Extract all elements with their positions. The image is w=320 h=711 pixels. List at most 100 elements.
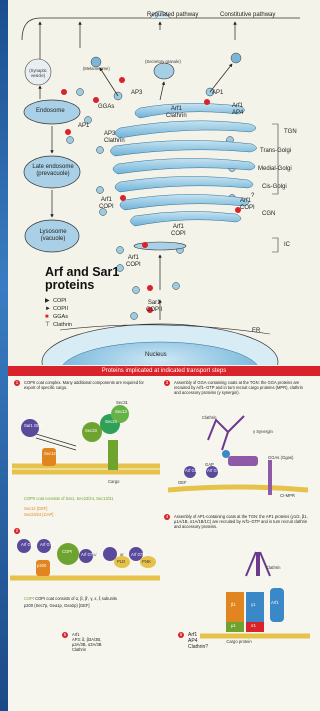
plasma-membrane [22, 18, 300, 40]
cargo-protein-label: Cargo protein [226, 640, 252, 645]
panel4-text: Assembly of AP1-containing coats at the … [174, 514, 310, 529]
tgn-label: TGN [284, 129, 297, 136]
beta1-label: β1 [231, 603, 236, 608]
pld-label: PLD [117, 560, 125, 565]
arf-gtp-label: Arf GTP [131, 553, 146, 558]
pi4k-label: PI4K [142, 560, 151, 565]
panel-number: 5 [62, 632, 68, 638]
arf-gtp-label: Arf GTP [207, 469, 222, 474]
copii-marker-icon: ► [45, 305, 51, 313]
arf1-ap4-label: Arf1 AP4 [232, 103, 243, 116]
arf-gdp-label: Arf GDP [21, 543, 37, 548]
panel-number: 6 [178, 632, 184, 638]
vesicle [173, 283, 180, 290]
nucleus-label: Nucleus [145, 352, 167, 359]
vesicle [117, 247, 124, 254]
intermediate-compartment [134, 242, 186, 250]
copii-illustration [12, 398, 160, 493]
vesicle [77, 89, 84, 96]
gap-label: GAP [205, 463, 214, 468]
ggas-label: GGAs [98, 104, 114, 111]
ap1-top-label: AP1 [212, 90, 223, 97]
arf-gtp-label: Arf GTP [81, 553, 96, 558]
gamma1-label: γ1 [251, 603, 255, 608]
ggas-label: GGAs (Ggas) [268, 456, 293, 461]
panel-number: 1 [14, 380, 20, 386]
clathrin-label: Clathrin [266, 566, 280, 571]
clathrin-label: Clathrin [202, 416, 216, 421]
ap3-clathrin-label: AP3 Clathrin [104, 131, 125, 144]
panel5-text: Arf1 AP3: δ, β3A/3B, µ3A/3B, σ3A/3B Clat… [72, 632, 101, 652]
sec31-label: Sec31 [116, 401, 128, 406]
ap1-illustration [200, 548, 310, 648]
arf1-label: Arf1 [271, 601, 279, 606]
or-label: or [120, 553, 124, 558]
panel-number: 3 [164, 380, 170, 386]
er-label: ER [252, 328, 260, 335]
constitutive-pathway-label: Constitutive pathway [220, 12, 275, 19]
sec13-label: Sec13 [115, 410, 127, 415]
gef-label: GEF [178, 481, 187, 486]
vesicle [131, 313, 138, 320]
ic-label: IC [284, 242, 290, 249]
gga-marker-icon: ■ [45, 313, 49, 321]
melanosome-label: (Melanosome) [83, 67, 110, 72]
panel1-footer-c: Sec23/24 [GAP] [24, 512, 53, 517]
regulated-pathway-label: Regulated pathway [147, 12, 198, 19]
diagram-title: Arf and Sar1 proteins [45, 266, 135, 292]
cis-golgi-label: Cis-Golgi [262, 184, 287, 191]
legend-item-copii: ►COPII [45, 305, 72, 313]
arf-gtp-label: Arf GTP [40, 543, 55, 548]
vesicle [67, 137, 74, 144]
arf-gdp-label: Arf GDP [185, 469, 201, 474]
panel1-footer-a: COPII coat consists of Sar1, Sec23/24, S… [24, 496, 159, 501]
medial-golgi-label: Medial-Golgi [258, 166, 292, 173]
copi-illustration [10, 532, 160, 590]
panel2-text-a: COPI COPI coat consists of α, β, β', γ, … [24, 596, 164, 601]
panel1-footer-b: Sec12 [GEF] [24, 506, 47, 511]
sec23-label: Sec23 [85, 429, 97, 434]
endosome-label: Endosome [36, 108, 65, 115]
lysosome-label: Lysosome (vacuole) [33, 229, 73, 242]
synaptic-vesicle-label: (Synaptic vesicle) [26, 69, 50, 78]
sec24-label: Sec24 [105, 420, 117, 425]
legend-item-copi: ▶COPI [45, 297, 72, 305]
mu1-label: µ1 [231, 624, 236, 629]
copi-marker-icon: ▶ [45, 297, 50, 305]
copi-label: COPI [62, 550, 72, 555]
trans-golgi-label: Trans-Golgi [260, 148, 291, 155]
section-banner: Proteins implicated at indicated transpo… [8, 366, 320, 376]
panel3-text: Assembly of GGA-containing coats at the … [174, 380, 310, 395]
sar1-copii-label: Sar1 COPII [146, 300, 162, 313]
arf1-clathrin-label: Arf1 Clathrin [166, 106, 187, 119]
legend-item-ggas: ■GGAs [45, 313, 72, 321]
golgi-stack [111, 103, 257, 226]
synergin-label: γ Synergin [253, 430, 273, 435]
vesicle [97, 187, 104, 194]
ci-mpr-label: CI-MPR [280, 494, 295, 499]
arf1-copi-label: Arf1 COPI [99, 197, 114, 210]
question-mark: ? [251, 193, 254, 200]
panel-number: 4 [164, 514, 170, 520]
panel2-text-b: p200 (Sec7p, Gea1p, Gea2p) [GEF] [24, 603, 164, 608]
ap3-label: AP3 [131, 90, 142, 97]
sigma1-label: σ1 [251, 624, 256, 629]
cgn-label: CGN [262, 211, 275, 218]
secretory-granule-label: (Secretory granule) [145, 60, 181, 65]
legend: ▶COPI ►COPII ■GGAs ⊤Clathrin [45, 297, 72, 329]
cargo-label: Cargo [108, 480, 119, 485]
constitutive-vesicle [231, 53, 241, 63]
clathrin-marker-icon: ⊤ [45, 321, 50, 329]
sec12-label: Sec12 [44, 452, 56, 457]
vesicle [97, 147, 104, 154]
sar1-gdp-label: Sar1 GDP [24, 424, 43, 429]
panel1-text: COPII coat complex. Many additional comp… [24, 380, 152, 390]
p200-label: p200 [37, 564, 46, 569]
legend-item-clathrin: ⊤Clathrin [45, 321, 72, 329]
arf1-copi-label: Arf1 COPI [240, 198, 255, 211]
late-endosome-label: Late endosome (prevacuole) [31, 164, 75, 177]
arf1-copi-label: Arf1 COPI [171, 224, 186, 237]
secretory-granule [154, 63, 174, 79]
ap1-left-label: AP1 [78, 123, 89, 130]
